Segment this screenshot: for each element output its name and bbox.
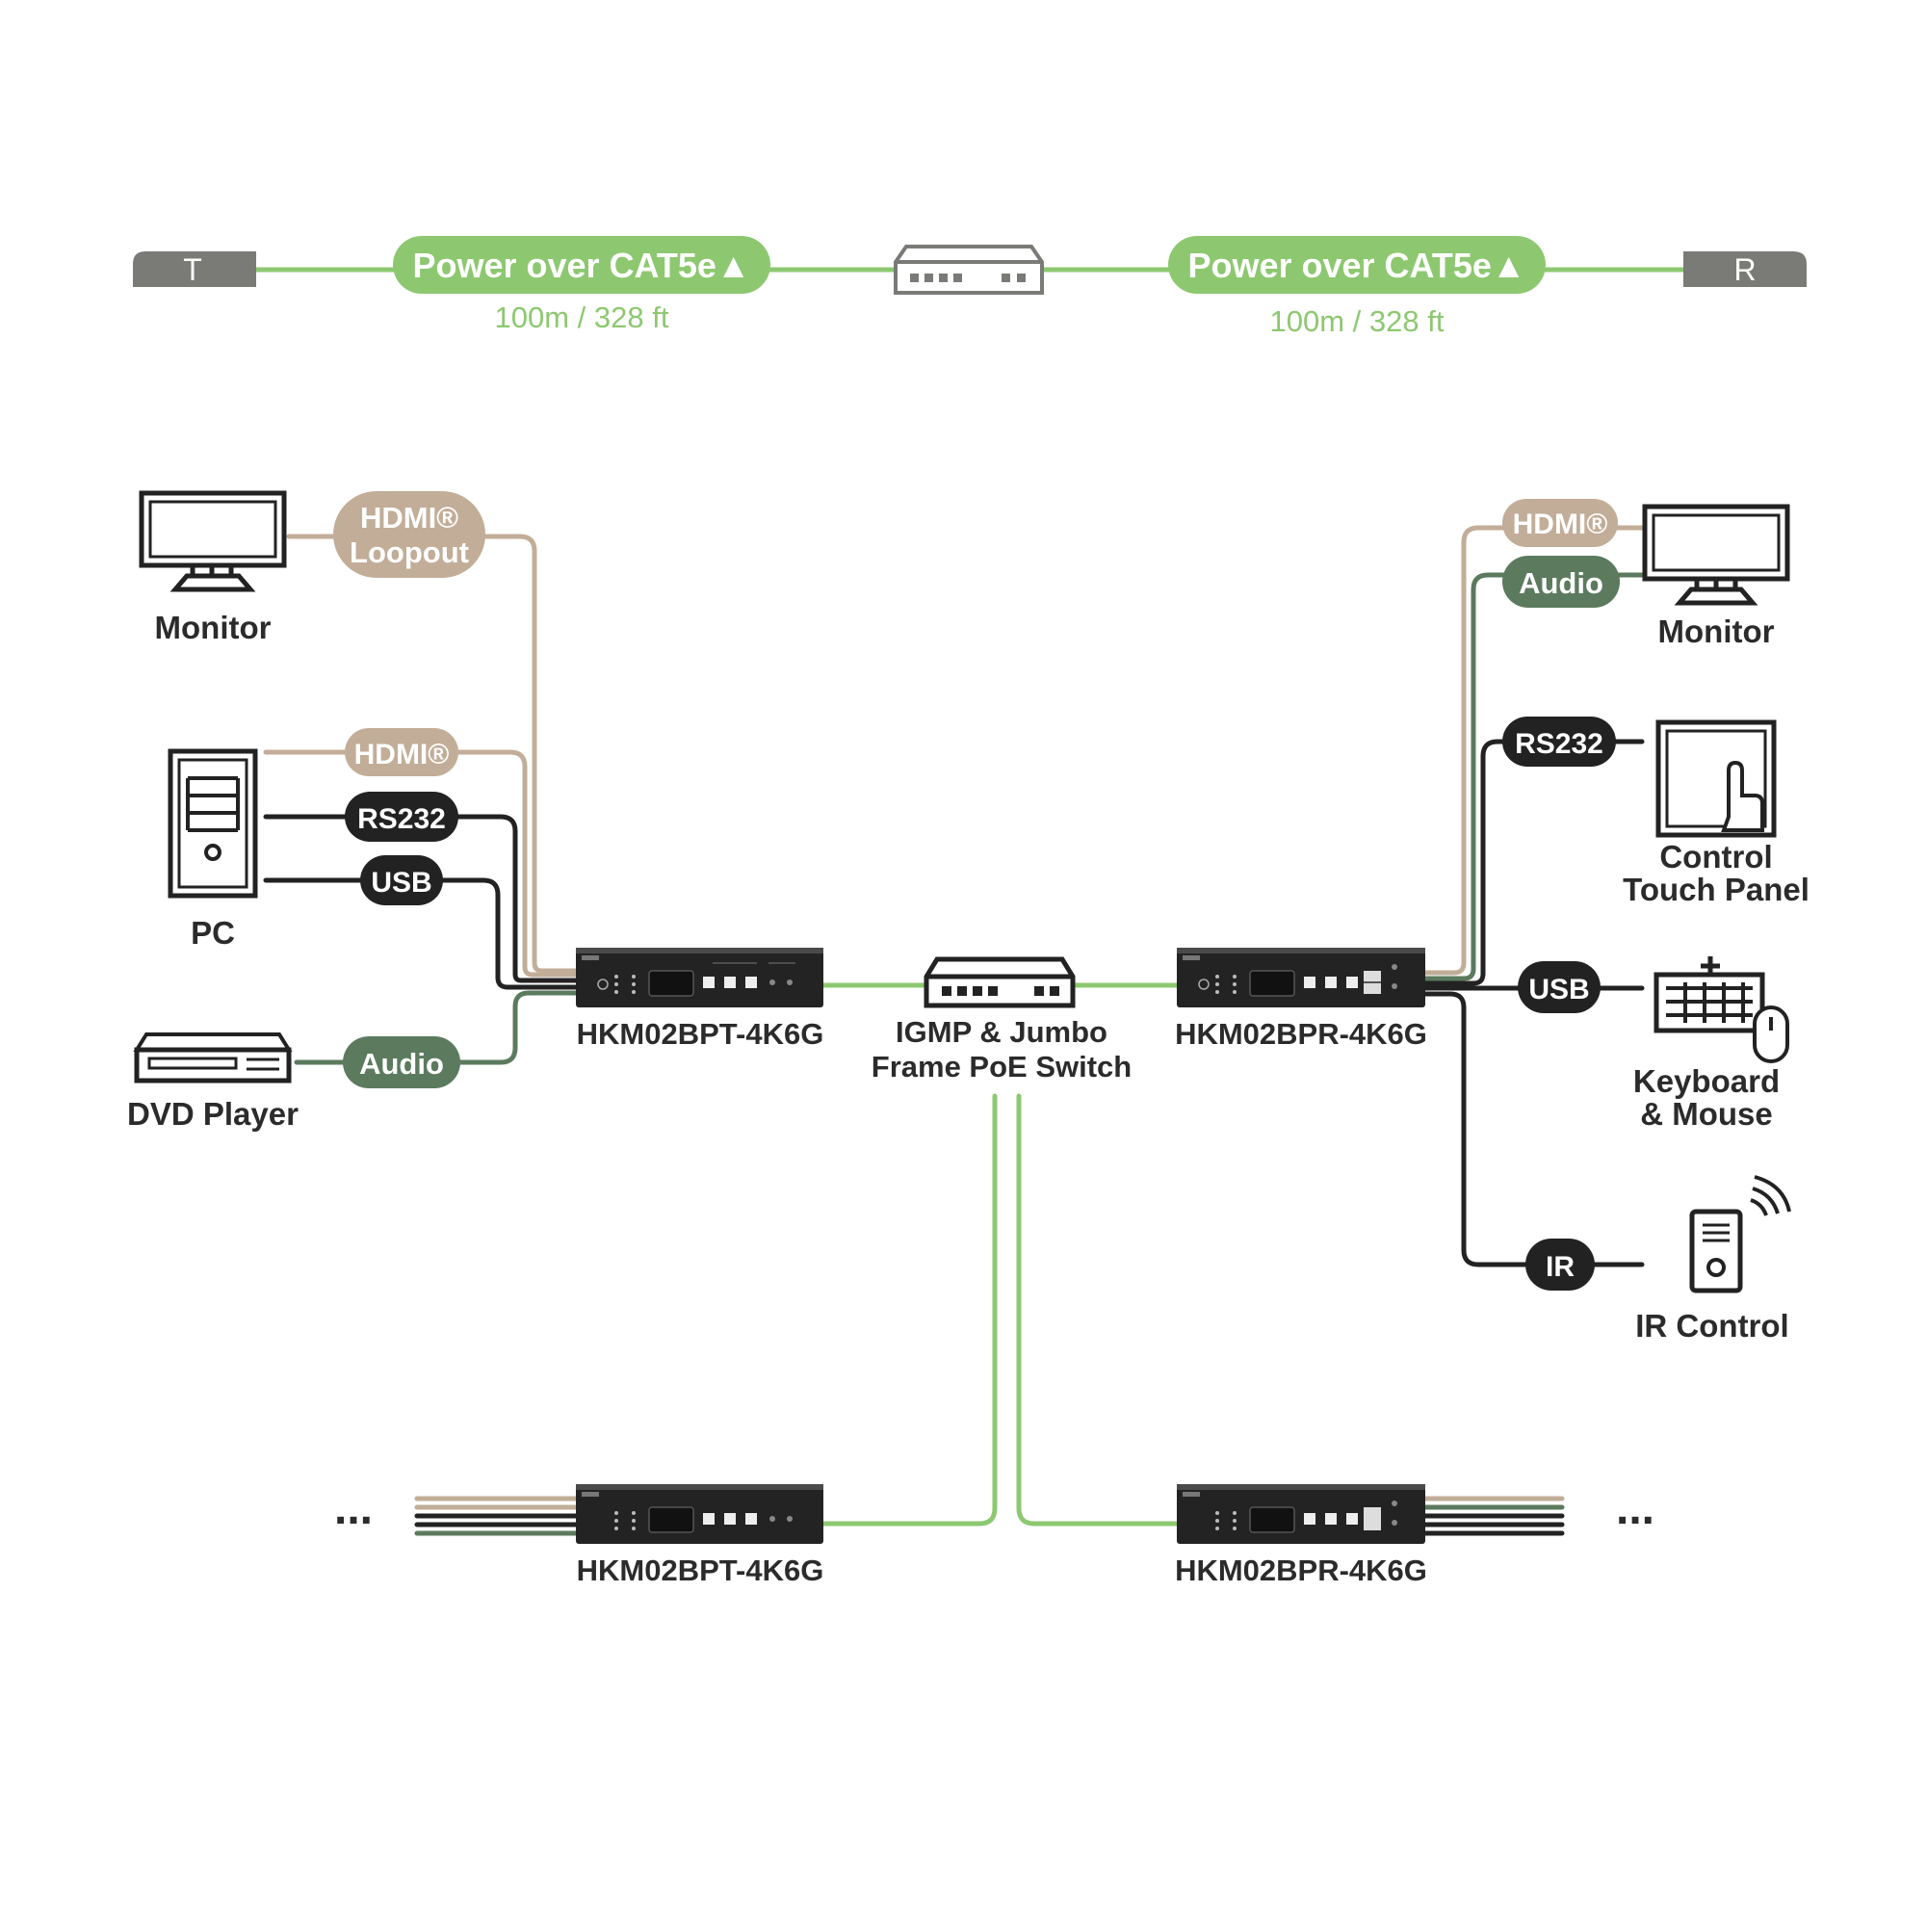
pc-tower-icon — [168, 748, 258, 899]
tx2-cable-bundle — [414, 1496, 579, 1536]
left-power-label: Power over CAT5e▲ — [412, 246, 750, 285]
touch-panel-label-line1: Control — [1659, 839, 1772, 875]
rx2-cable-bundle — [1422, 1496, 1565, 1536]
pill-hdmi-loopout-line1: HDMI® — [360, 501, 458, 535]
cable-rx-rs232 — [1422, 739, 1645, 986]
pill-rx-usb — [1518, 961, 1601, 1013]
pill-dvd-audio — [343, 1036, 460, 1088]
pill-hdmi-loopout — [333, 491, 485, 578]
right-end-cap — [1683, 251, 1807, 287]
receiver-model-label: HKM02BPR-4K6G — [1175, 1017, 1427, 1051]
switch-label-line2: Frame PoE Switch — [872, 1050, 1132, 1083]
cable-pills: HDMI® Loopout HDMI® RS232 USB Audio HDMI… — [333, 491, 1620, 1291]
pill-rx-usb-label: USB — [1528, 974, 1589, 1005]
transmitter-unit — [576, 948, 823, 1007]
pill-hdmi-loopout-line2: Loopout — [350, 535, 469, 569]
pill-rx-ir — [1525, 1239, 1595, 1291]
keyboard-mouse-label-line2: & Mouse — [1640, 1096, 1773, 1132]
touch-panel-icon — [1655, 719, 1777, 838]
pill-rx-rs232 — [1502, 717, 1616, 767]
pill-rx-audio — [1502, 556, 1620, 608]
touch-panel-label-line2: Touch Panel — [1623, 872, 1810, 907]
top-bar: T R Power over CAT5e▲ 100m / 328 ft Powe… — [133, 236, 1807, 338]
ir-control-label: IR Control — [1635, 1308, 1788, 1344]
monitor-icon — [139, 490, 287, 592]
more-right-ellipsis: ... — [1616, 1483, 1654, 1534]
transmitter-unit-2 — [576, 1484, 823, 1544]
cable-monitor-hdmi-loopout — [286, 534, 579, 974]
receiver-unit — [1177, 948, 1425, 1007]
pill-rx-audio-label: Audio — [1519, 566, 1603, 600]
transmitter-model-label: HKM02BPT-4K6G — [577, 1017, 824, 1051]
ir-remote-icon — [1689, 1175, 1791, 1293]
pill-rx-hdmi — [1502, 499, 1618, 547]
pill-pc-rs232-label: RS232 — [357, 803, 446, 835]
pill-rx-ir-label: IR — [1546, 1251, 1575, 1283]
right-power-pill — [1168, 236, 1546, 294]
receiver-2-model-label: HKM02BPR-4K6G — [1175, 1553, 1427, 1587]
left-end-cap — [133, 251, 256, 287]
pill-dvd-audio-label: Audio — [359, 1047, 444, 1081]
net-switch-to-tx2 — [820, 1093, 998, 1527]
switch-label-line1: IGMP & Jumbo — [896, 1015, 1107, 1049]
cables — [263, 525, 1645, 1536]
left-power-pill — [393, 236, 770, 294]
pill-pc-hdmi — [345, 728, 458, 776]
cable-pc-rs232 — [263, 814, 579, 983]
pill-pc-usb — [360, 855, 443, 905]
top-switch-icon — [894, 245, 1044, 295]
pill-pc-hdmi-label: HDMI® — [354, 739, 450, 770]
dvd-player-label: DVD Player — [127, 1096, 299, 1132]
cable-pc-hdmi — [263, 749, 579, 978]
cable-rx-ir — [1422, 991, 1645, 1267]
pill-pc-usb-label: USB — [371, 867, 431, 899]
keyboard-mouse-icon — [1654, 956, 1789, 1063]
net-switch-to-rx2 — [1016, 1093, 1180, 1527]
tx-monitor-label: Monitor — [155, 610, 272, 645]
receiver-unit-2 — [1177, 1484, 1425, 1544]
more-left-ellipsis: ... — [334, 1483, 373, 1534]
cable-rx-monitor-hdmi — [1422, 525, 1645, 976]
left-distance-label: 100m / 328 ft — [495, 300, 669, 334]
right-end-label: R — [1733, 252, 1756, 287]
dvd-player-icon — [133, 1032, 293, 1083]
cable-pc-usb — [263, 877, 579, 990]
rx-monitor-icon — [1642, 504, 1790, 606]
right-power-label: Power over CAT5e▲ — [1187, 246, 1525, 285]
poe-switch-icon — [924, 956, 1076, 1008]
keyboard-mouse-label-line1: Keyboard — [1633, 1063, 1780, 1099]
transmitter-2-model-label: HKM02BPT-4K6G — [577, 1553, 824, 1587]
pill-rx-hdmi-label: HDMI® — [1513, 509, 1608, 540]
cable-dvd-audio — [294, 990, 579, 1065]
left-end-label: T — [183, 252, 202, 287]
pill-pc-rs232 — [345, 792, 458, 842]
pill-rx-rs232-label: RS232 — [1515, 728, 1603, 760]
pc-label: PC — [191, 915, 235, 951]
cable-rx-monitor-audio — [1422, 572, 1645, 981]
right-distance-label: 100m / 328 ft — [1270, 304, 1445, 338]
rx-monitor-label: Monitor — [1658, 614, 1775, 649]
